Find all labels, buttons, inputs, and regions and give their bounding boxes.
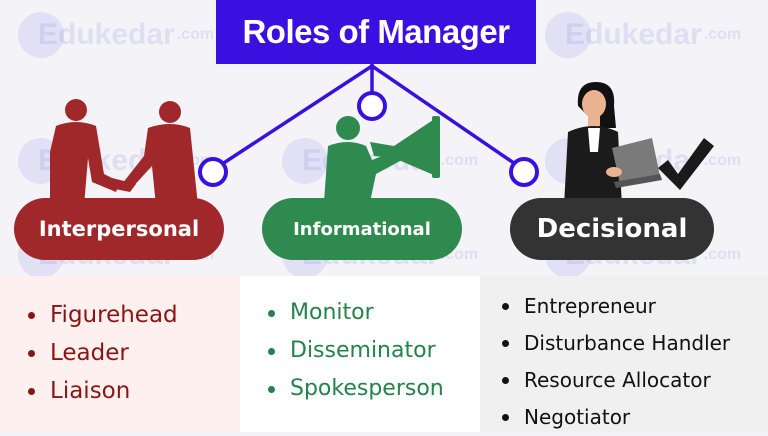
decisional-roles-list: Entrepreneur Disturbance Handler Resourc… [502,288,768,436]
list-item: Negotiator [502,399,768,436]
category-pill-informational: Informational [262,198,462,260]
list-item: Spokesperson [268,370,480,408]
bullet-icon [28,349,35,357]
laptop-woman-illustration [564,82,662,206]
megaphone-illustration [324,116,440,202]
informational-roles-panel: Monitor Disseminator Spokesperson [240,276,480,432]
list-item: Liaison [28,372,240,410]
informational-roles-list: Monitor Disseminator Spokesperson [268,294,480,408]
connector-node-right [509,157,539,187]
bullet-icon [28,387,35,395]
list-item: Disseminator [268,332,480,370]
decisional-roles-panel: Entrepreneur Disturbance Handler Resourc… [480,276,768,432]
bullet-icon [502,414,509,421]
interpersonal-roles-list: Figurehead Leader Liaison [28,296,240,410]
list-item: Disturbance Handler [502,325,768,362]
page-title: Roles of Manager [216,0,536,64]
bullet-icon [502,377,509,384]
connector-node-center [357,91,387,121]
connector-node-left [198,157,228,187]
list-item: Figurehead [28,296,240,334]
category-pill-decisional: Decisional [510,198,714,260]
bullet-icon [28,311,35,319]
connector-line-left [212,64,373,172]
handshake-illustration [50,99,198,206]
list-item: Leader [28,334,240,372]
category-pill-interpersonal: Interpersonal [14,198,224,260]
bullet-icon [268,347,275,355]
bullet-icon [502,303,509,310]
checkmark-icon [658,138,714,190]
list-item: Entrepreneur [502,288,768,325]
bullet-icon [502,340,509,347]
list-item: Monitor [268,294,480,332]
connector-line-right [371,64,525,172]
interpersonal-roles-panel: Figurehead Leader Liaison [0,276,240,432]
bullet-icon [268,385,275,393]
list-item: Resource Allocator [502,362,768,399]
bullet-icon [268,309,275,317]
